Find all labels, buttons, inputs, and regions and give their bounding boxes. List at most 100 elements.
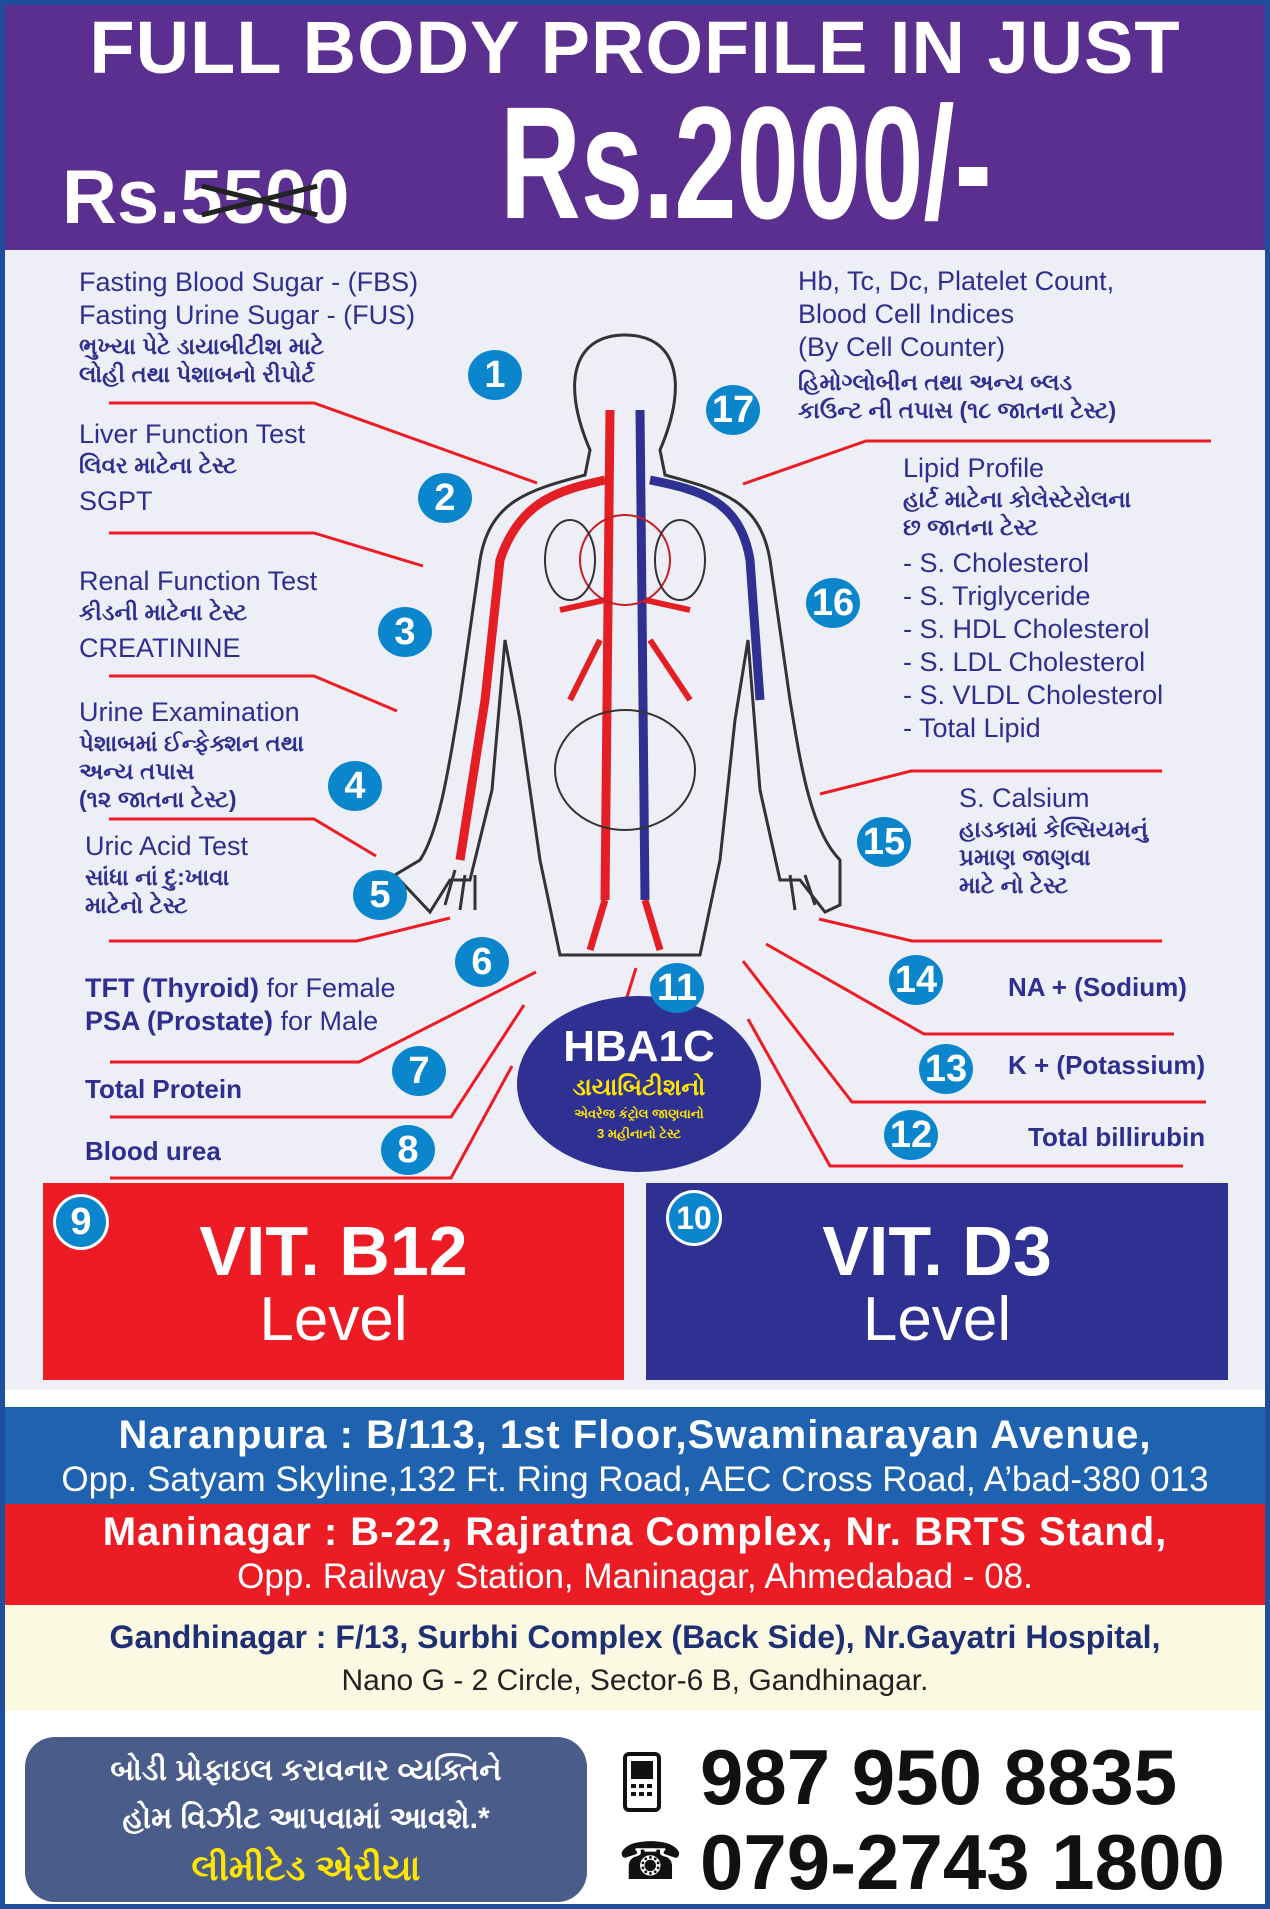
test-4-gujarati: (૧૨ જાતના ટેસ્ટ) [79,786,237,812]
vit-d3-title: VIT. D3 [822,1212,1052,1290]
address-line: Opp. Satyam Skyline,132 Ft. Ring Road, A… [61,1460,1209,1499]
badge-7: 7 [392,1046,446,1096]
test-17-line: (By Cell Counter) [798,332,1006,362]
test-16-title: Lipid Profile [903,453,1045,483]
header-banner: FULL BODY PROFILE IN JUST Rs.5500 Rs.200… [0,0,1270,250]
home-visit-line: બોડી પ્રોફાઇલ કરાવનાર વ્યક્તિને [110,1754,502,1787]
test-17-gujarati: કાઉન્ટ ની તપાસ (૧૮ જાતના ટેસ્ટ) [798,397,1117,423]
test-16-lipid: Lipid Profile હાર્ટ માટેના કોલેસ્ટેરોલના… [903,452,1163,745]
test-1-fbs: Fasting Blood Sugar - (FBS) Fasting Urin… [79,266,418,388]
test-3-gujarati: કીડની માટેના ટેસ્ટ [79,599,248,625]
vit-d3-box: VIT. D3 Level [646,1183,1228,1380]
test-2-sub: SGPT [79,486,153,516]
test-3-title: Renal Function Test [79,566,318,596]
new-price: Rs.2000/- [500,73,992,252]
address-line: Nano G - 2 Circle, Sector-6 B, Gandhinag… [341,1664,929,1697]
test-1-gujarati: લોહી તથા પેશાબનો રીપોર્ટ [79,361,315,387]
tft-label: TFT (Thyroid) [85,973,259,1003]
hba1c-gujarati: 3 મહીનાનો ટેસ્ટ [597,1126,681,1141]
test-15-calcium: S. Calsium હાડકામાં કેલ્સિયમનું પ્રમાણ જ… [959,782,1148,899]
badge-9: 9 [56,1197,106,1247]
test-17-line: Hb, Tc, Dc, Platelet Count, [798,266,1115,296]
old-price-struck: 5500 [180,155,350,240]
address-naranpura: Naranpura : B/113, 1st Floor,Swaminaraya… [0,1407,1270,1504]
test-13-potassium: K + (Potassium) [1008,1050,1206,1080]
test-16-gujarati: હાર્ટ માટેના કોલેસ્ટેરોલના [903,486,1132,512]
mobile-number[interactable]: 987 950 8835 [700,1733,1178,1821]
lipid-item: - S. VLDL Cholesterol [903,680,1164,710]
vit-d3-sub: Level [862,1285,1012,1354]
vit-b12-title: VIT. B12 [199,1212,468,1290]
hba1c-gujarati: ડાયાબિટીશનો [572,1074,706,1101]
test-3-renal: Renal Function Test કીડની માટેના ટેસ્ટ C… [79,565,317,665]
hba1c-badge: HBA1C ડાયાબિટીશનો એવરેજ કંટ્રોલ જાણવાનો … [517,996,761,1172]
test-17-line: Blood Cell Indices [798,299,1015,329]
test-17-blood-count: Hb, Tc, Dc, Platelet Count, Blood Cell I… [798,265,1116,424]
test-16-gujarati: છ જાતના ટેસ્ટ [903,514,1039,540]
hba1c-title: HBA1C [563,1022,715,1071]
test-5-uric: Uric Acid Test સાંધા નાં દુ:ખાવા માટેનો … [85,830,248,919]
mobile-phone-icon [623,1752,661,1812]
vit-b12-sub: Level [259,1285,408,1354]
psa-label: PSA (Prostate) [85,1006,274,1036]
limited-area: લીમીટેડ એરીયા [191,1847,421,1888]
home-visit-line: હોમ વિઝીટ આપવામાં આવશે.* [122,1802,490,1835]
organs [544,514,706,831]
badge-4: 4 [328,761,382,811]
headline: FULL BODY PROFILE IN JUST [89,6,1181,89]
telephone-icon: ☎ [618,1833,683,1891]
landline-number[interactable]: 079-2743 1800 [700,1818,1225,1906]
address-gandhinagar: Gandhinagar : F/13, Surbhi Complex (Back… [0,1605,1270,1711]
badge-17: 17 [706,385,760,435]
test-5-gujarati: માટેનો ટેસ્ટ [85,892,188,918]
test-17-gujarati: હિમોગ્લોબીન તથા અન્ય બ્લડ [798,369,1073,395]
test-1-line: Fasting Urine Sugar - (FUS) [79,300,416,330]
test-3-sub: CREATININE [79,633,241,663]
badge-10: 10 [669,1193,719,1243]
address-title: Gandhinagar : F/13, Surbhi Complex (Back… [109,1619,1161,1655]
test-4-title: Urine Examination [79,697,300,727]
human-figure-outline [392,333,842,957]
address-maninagar: Maninagar : B-22, Rajratna Complex, Nr. … [0,1504,1270,1605]
psa-for: for Male [273,1006,379,1036]
test-12-bilirubin: Total billirubin [1028,1122,1206,1152]
address-title: Naranpura : B/113, 1st Floor,Swaminaraya… [118,1413,1152,1457]
address-line: Opp. Railway Station, Maninagar, Ahmedab… [237,1557,1033,1596]
badge-16: 16 [806,578,860,628]
leader-lines [109,401,1211,1180]
old-price: Rs.5500 [62,158,349,238]
badge-3: 3 [378,607,432,657]
hba1c-gujarati: એવરેજ કંટ્રોલ જાણવાનો [574,1106,704,1121]
test-5-title: Uric Acid Test [85,831,249,861]
badge-12: 12 [884,1110,938,1160]
test-15-gujarati: માટે નો ટેસ્ટ [959,872,1069,898]
tft-for: for Female [258,973,396,1003]
test-2-title: Liver Function Test [79,419,306,449]
test-7-protein: Total Protein [85,1074,242,1104]
body-diagram [109,333,1211,1180]
test-4-gujarati: અન્ય તપાસ [79,758,195,784]
badge-5: 5 [353,870,407,920]
test-6-thyroid: TFT (Thyroid) for Female PSA (Prostate) … [85,972,396,1038]
badge-14: 14 [889,955,943,1005]
badge-11: 11 [650,963,704,1013]
badge-13: 13 [919,1044,973,1094]
test-1-line: Fasting Blood Sugar - (FBS) [79,267,419,297]
old-price-prefix: Rs. [62,155,181,240]
badge-8: 8 [381,1125,435,1175]
lipid-item: - S. LDL Cholesterol [903,647,1146,677]
badge-2: 2 [418,473,472,523]
address-title: Maninagar : B-22, Rajratna Complex, Nr. … [102,1510,1168,1554]
badge-15: 15 [857,817,911,867]
test-4-urine: Urine Examination પેશાબમાં ઈન્ફેક્શન તથા… [79,696,304,813]
test-2-liver: Liver Function Test લિવર માટેના ટેસ્ટ SG… [79,418,305,518]
test-5-gujarati: સાંધા નાં દુ:ખાવા [85,864,230,890]
test-1-gujarati: ભુખ્યા પેટે ડાયાબીટીશ માટે [79,333,325,359]
lipid-item: - S. Cholesterol [903,548,1090,578]
test-15-gujarati: હાડકામાં કેલ્સિયમનું [959,816,1148,842]
home-visit-box: બોડી પ્રોફાઇલ કરાવનાર વ્યક્તિને હોમ વિઝી… [25,1737,587,1902]
lipid-item: - Total Lipid [903,713,1041,743]
test-2-gujarati: લિવર માટેના ટેસ્ટ [79,452,237,478]
blood-vessels [455,409,765,952]
test-14-sodium: NA + (Sodium) [1008,972,1187,1002]
